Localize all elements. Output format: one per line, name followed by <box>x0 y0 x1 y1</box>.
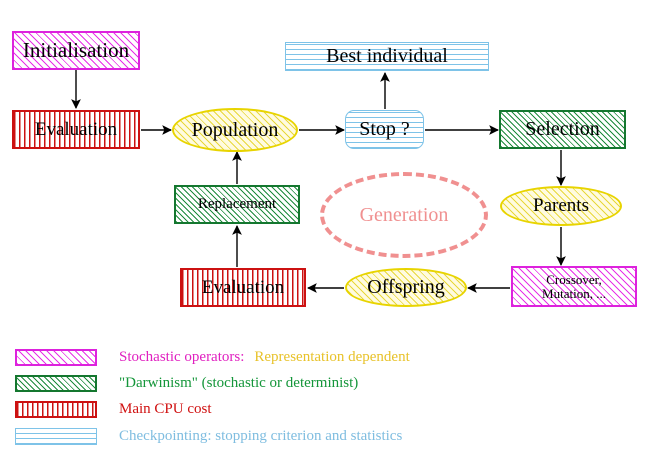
node-generation-label: Generation <box>359 203 449 226</box>
node-replacement[interactable]: Replacement <box>174 185 300 224</box>
node-best-individual-label: Best individual <box>326 45 448 67</box>
node-population[interactable]: Population <box>172 108 298 152</box>
node-initialisation[interactable]: Initialisation <box>12 31 140 70</box>
node-evaluation-bottom[interactable]: Evaluation <box>180 268 306 307</box>
legend-text-primary: "Darwinism" (stochastic or determinist) <box>119 375 359 391</box>
node-stop[interactable]: Stop ? <box>345 110 424 149</box>
legend-swatch-blue-horizontal-icon <box>15 428 97 445</box>
legend-swatch-magenta-diagonal-icon <box>15 349 97 366</box>
node-parents[interactable]: Parents <box>500 186 622 226</box>
legend-row-checkpointing: Checkpointing: stopping criterion and st… <box>15 428 402 445</box>
legend-label-checkpointing: Checkpointing: stopping criterion and st… <box>119 428 402 445</box>
node-crossover-mutation[interactable]: Crossover, Mutation, ... <box>511 266 637 307</box>
node-evaluation-bottom-label: Evaluation <box>201 276 285 298</box>
node-initialisation-label: Initialisation <box>22 38 130 63</box>
legend-swatch-red-vertical-icon <box>15 401 97 418</box>
node-best-individual[interactable]: Best individual <box>285 42 489 71</box>
node-generation: Generation <box>320 172 488 258</box>
node-parents-label: Parents <box>533 195 589 217</box>
legend-text-secondary: Representation dependent <box>254 349 410 365</box>
node-evaluation-top-label: Evaluation <box>34 118 118 140</box>
legend-row-main-cpu-cost: Main CPU cost <box>15 401 212 418</box>
node-replacement-label: Replacement <box>197 195 277 212</box>
node-population-label: Population <box>191 118 279 141</box>
legend-text-primary: Stochastic operators: <box>119 349 245 365</box>
node-offspring[interactable]: Offspring <box>345 268 467 307</box>
legend-text-primary: Checkpointing: stopping criterion and st… <box>119 428 403 444</box>
node-stop-label: Stop ? <box>359 118 410 140</box>
node-offspring-label: Offspring <box>367 276 445 298</box>
legend-label-darwinism: "Darwinism" (stochastic or determinist) <box>119 375 358 392</box>
legend-row-darwinism: "Darwinism" (stochastic or determinist) <box>15 375 358 392</box>
legend-row-stochastic-operators: Stochastic operators: Representation depe… <box>15 349 410 366</box>
legend-label-stochastic-operators: Stochastic operators: Representation depe… <box>119 349 410 366</box>
node-selection-label: Selection <box>525 118 600 140</box>
legend-swatch-green-diagonal-icon <box>15 375 97 392</box>
node-crossover-mutation-label: Crossover, Mutation, ... <box>542 271 606 301</box>
node-selection[interactable]: Selection <box>499 110 626 149</box>
legend-label-main-cpu-cost: Main CPU cost <box>119 401 212 418</box>
legend-text-primary: Main CPU cost <box>119 401 212 417</box>
node-evaluation-top[interactable]: Evaluation <box>12 110 140 149</box>
